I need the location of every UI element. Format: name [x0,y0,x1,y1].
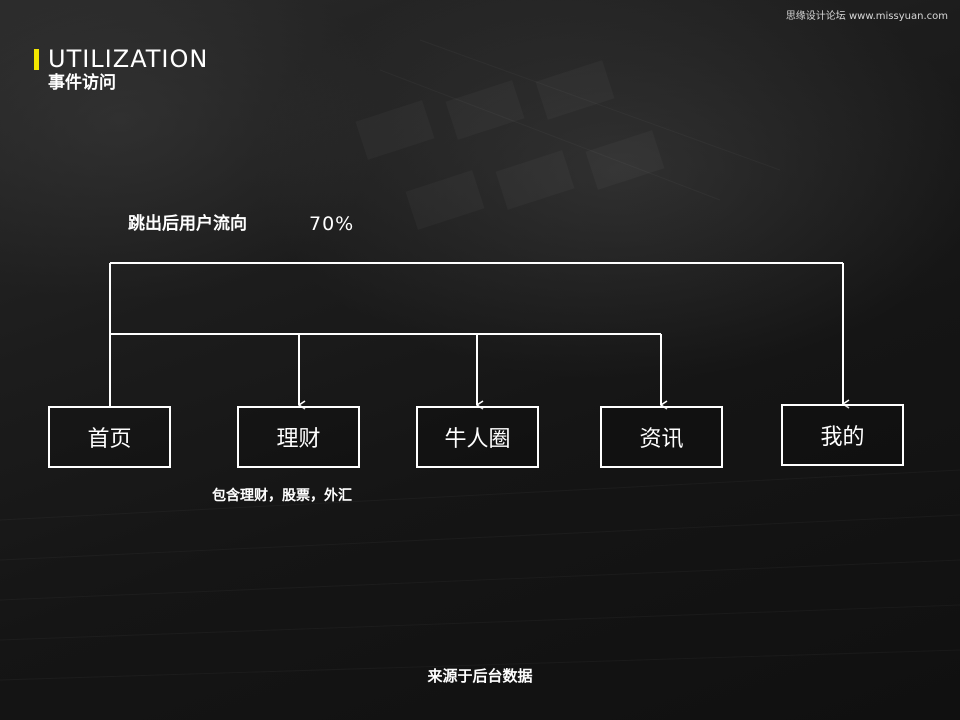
source-footer: 来源于后台数据 [427,667,533,685]
node-news-label: 资讯 [639,427,684,452]
flow-label: 跳出后用户流向 [128,214,247,234]
node-home: 首页 [48,406,171,468]
watermark-text: 思缘设计论坛 www.missyuan.com [785,11,948,22]
node-news: 资讯 [600,406,723,468]
flow-percentage: 70% [309,213,355,235]
node-mine-label: 我的 [820,425,865,450]
title-accent-bar [34,49,39,70]
node-mine: 我的 [781,404,904,466]
node-home-label: 首页 [87,427,132,452]
page-subtitle: 事件访问 [48,73,116,93]
node-finance: 理财 [237,406,360,468]
finance-note: 包含理财，股票，外汇 [212,488,352,504]
node-niuren-label: 牛人圈 [444,427,511,452]
page-title: UTILIZATION [48,45,209,73]
node-niuren: 牛人圈 [416,406,539,468]
node-finance-label: 理财 [276,427,321,452]
